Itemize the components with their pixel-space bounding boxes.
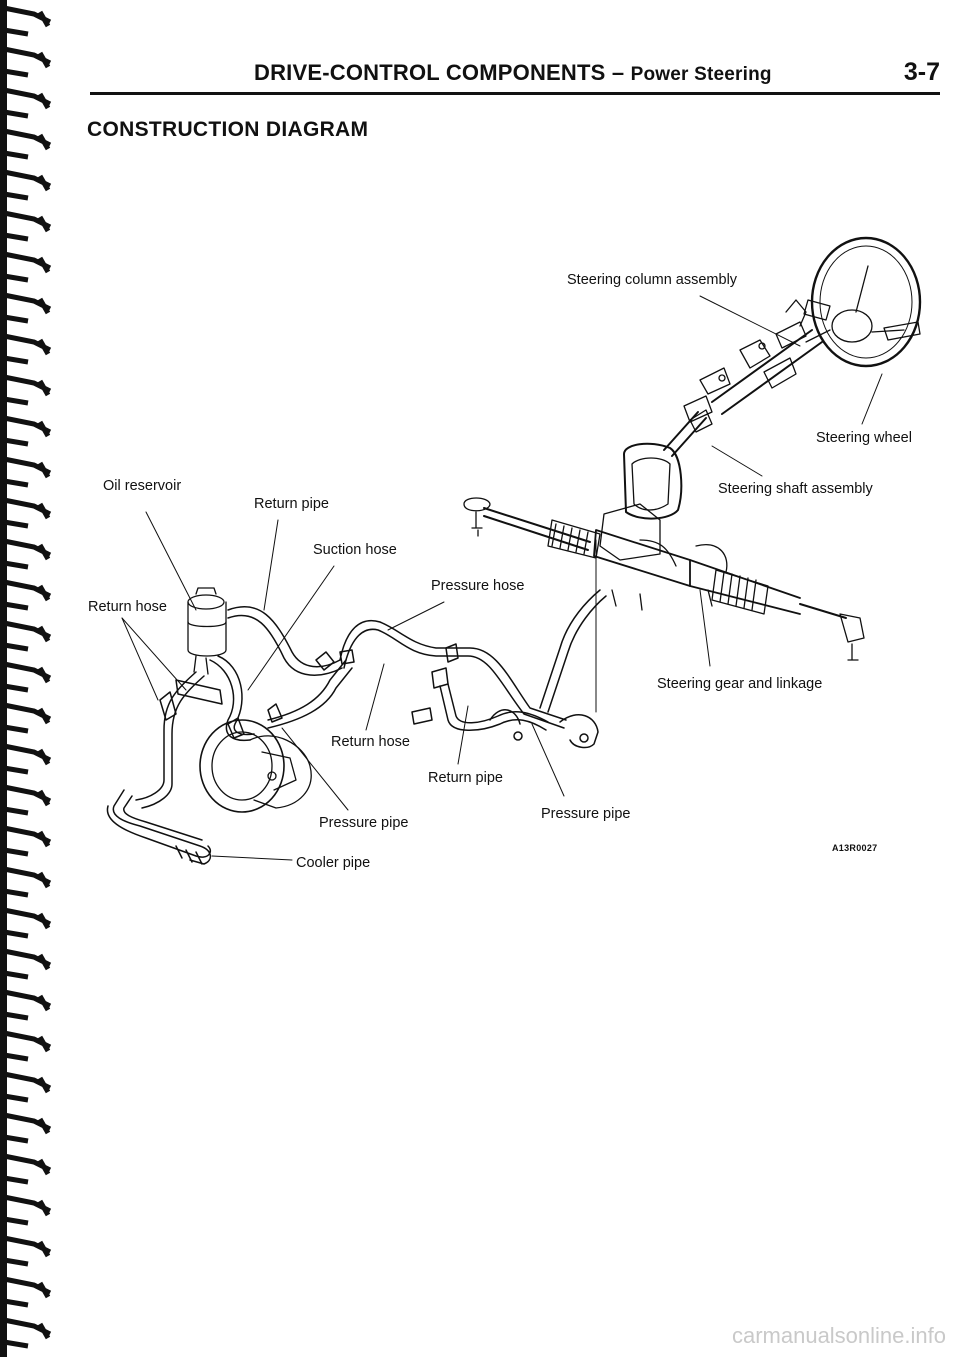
label-steering-gear-and-linkage: Steering gear and linkage [657, 676, 823, 692]
label-pressure-hose: Pressure hose [431, 578, 525, 594]
watermark: carmanualsonline.info [731, 1323, 946, 1348]
label-pressure-pipe-right: Pressure pipe [541, 806, 631, 822]
header-title-sub: Power Steering [630, 64, 772, 85]
header-rule [90, 92, 940, 95]
page-header: DRIVE-CONTROL COMPONENTS – Power Steerin… [90, 58, 940, 98]
steering-column-drawing [683, 299, 823, 423]
label-return-pipe-bottom: Return pipe [428, 770, 503, 786]
header-title-main: DRIVE-CONTROL COMPONENTS [254, 60, 606, 85]
label-return-hose-left: Return hose [88, 599, 167, 615]
label-steering-wheel: Steering wheel [816, 430, 912, 446]
label-steering-shaft-assembly: Steering shaft assembly [718, 481, 873, 497]
label-suction-hose: Suction hose [313, 542, 397, 558]
steering-shaft-drawing [623, 409, 713, 520]
power-steering-pump-drawing [199, 719, 312, 813]
hose-routing-drawing [106, 589, 607, 865]
oil-reservoir-drawing [187, 587, 227, 675]
header-title-sep: – [605, 60, 631, 85]
label-pressure-pipe-left: Pressure pipe [319, 815, 409, 831]
leader-lines [121, 295, 883, 861]
page-number: 3-7 [903, 58, 940, 86]
header-title: DRIVE-CONTROL COMPONENTS – Power Steerin… [254, 60, 772, 86]
label-steering-column-assembly: Steering column assembly [567, 272, 738, 288]
spiral-binding [0, 0, 52, 1357]
label-return-hose-mid: Return hose [331, 734, 410, 750]
label-cooler-pipe: Cooler pipe [296, 855, 371, 871]
label-oil-reservoir: Oil reservoir [103, 478, 182, 494]
section-title: CONSTRUCTION DIAGRAM [87, 118, 369, 141]
steering-wheel-drawing [803, 236, 922, 368]
label-return-pipe-top: Return pipe [254, 496, 329, 512]
figure-code: A13R0027 [832, 843, 878, 853]
